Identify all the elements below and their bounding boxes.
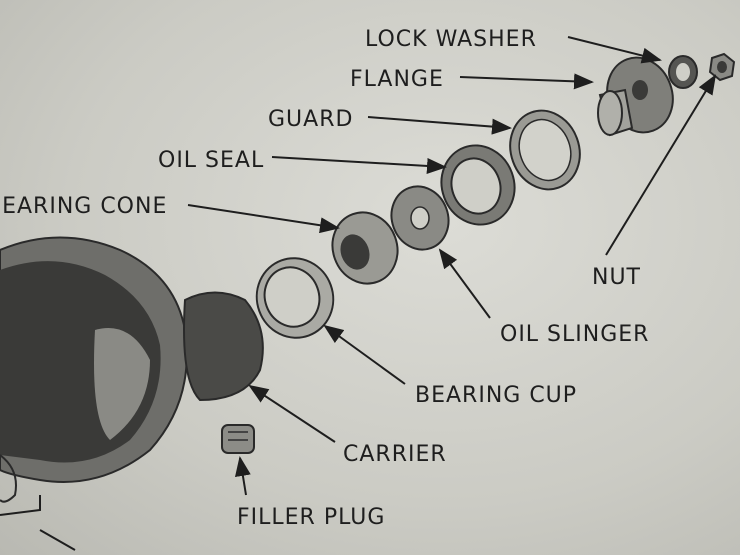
guard-part bbox=[509, 109, 581, 191]
leader-nut bbox=[605, 74, 717, 256]
leader-bearing-cone bbox=[187, 204, 340, 234]
leader-guard bbox=[367, 116, 512, 135]
label-bearing-cup: BEARING CUP bbox=[415, 383, 577, 408]
label-carrier: CARRIER bbox=[343, 442, 447, 467]
leader-lock-washer bbox=[567, 36, 662, 64]
oil-slinger-part bbox=[390, 185, 450, 251]
carrier-part bbox=[0, 236, 264, 551]
bearing-cone-part bbox=[331, 211, 399, 285]
leader-carrier bbox=[248, 384, 336, 443]
bearing-cup-part bbox=[255, 257, 335, 339]
filler-plug-part bbox=[221, 424, 255, 454]
leader-filler-plug bbox=[234, 456, 251, 496]
label-oil-seal: OIL SEAL bbox=[158, 148, 264, 173]
label-bearing-cone: BEARING CONE bbox=[0, 194, 167, 219]
oil-seal-part bbox=[440, 144, 516, 226]
leader-oil-slinger bbox=[438, 248, 491, 319]
label-lock-washer: LOCK WASHER bbox=[365, 27, 537, 52]
label-guard: GUARD bbox=[268, 107, 353, 132]
leader-oil-seal bbox=[271, 156, 447, 174]
label-nut: NUT bbox=[592, 265, 641, 290]
leader-flange bbox=[459, 73, 594, 90]
label-flange: FLANGE bbox=[350, 67, 444, 92]
nut-part bbox=[708, 52, 736, 82]
label-filler-plug: FILLER PLUG bbox=[237, 505, 385, 530]
label-oil-slinger: OIL SLINGER bbox=[500, 322, 649, 347]
leader-bearing-cup bbox=[323, 324, 406, 385]
lock-washer-part bbox=[668, 55, 698, 89]
flange-part bbox=[597, 56, 674, 137]
